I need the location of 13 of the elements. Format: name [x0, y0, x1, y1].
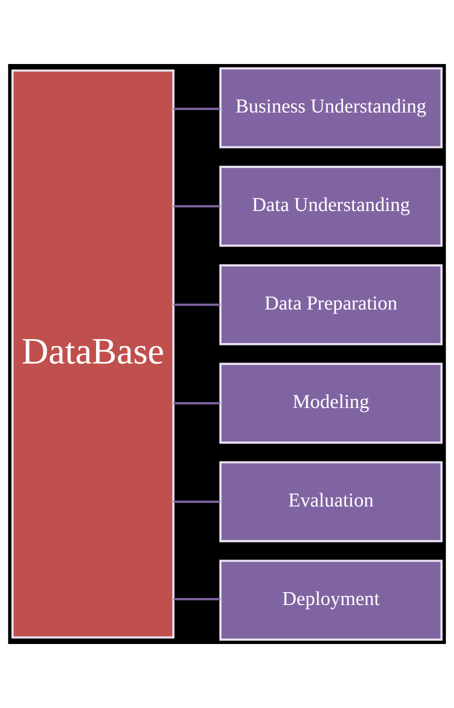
node-box: Modeling: [219, 362, 443, 444]
node-box: Business Understanding: [219, 67, 443, 148]
connector: [174, 205, 220, 208]
connector: [174, 402, 220, 404]
node-box: Data Preparation: [219, 264, 443, 346]
node-box: DataBase: [11, 69, 174, 639]
connector: [174, 304, 220, 306]
connector: [174, 598, 220, 600]
node-box: Deployment: [219, 560, 443, 641]
connector: [174, 108, 220, 110]
node-box: Evaluation: [219, 461, 443, 542]
node-box: Data Understanding: [219, 166, 443, 247]
connector: [174, 500, 220, 503]
